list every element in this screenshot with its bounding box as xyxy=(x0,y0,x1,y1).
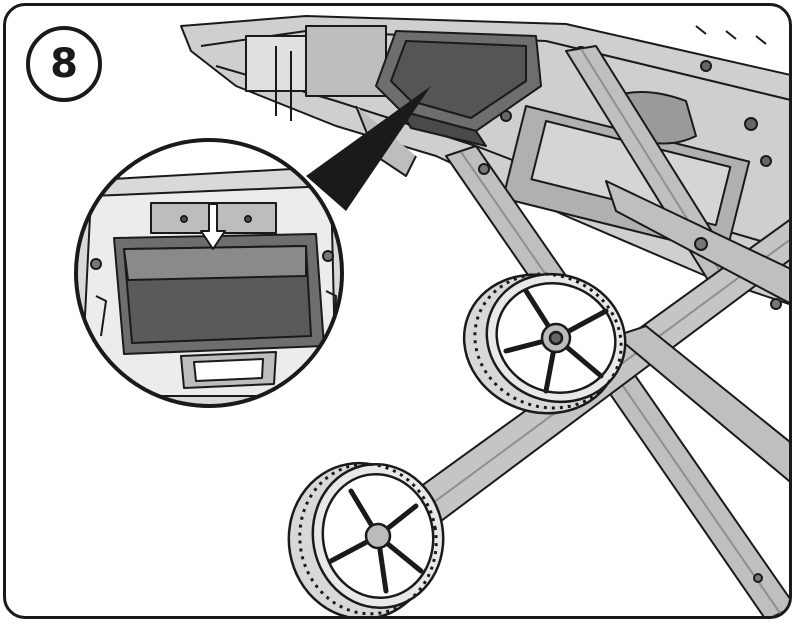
down-arrow-icon xyxy=(200,203,226,250)
instruction-panel: 8 xyxy=(3,3,792,619)
step-badge: 8 xyxy=(26,26,102,102)
wheel-upper xyxy=(462,272,627,415)
callout-pointer xyxy=(306,86,431,211)
wheel-lower xyxy=(287,461,445,616)
detail-magnifier xyxy=(76,140,342,406)
step-number: 8 xyxy=(50,41,78,87)
detail-magnifier-border xyxy=(74,138,344,408)
assembly-illustration xyxy=(74,15,789,616)
